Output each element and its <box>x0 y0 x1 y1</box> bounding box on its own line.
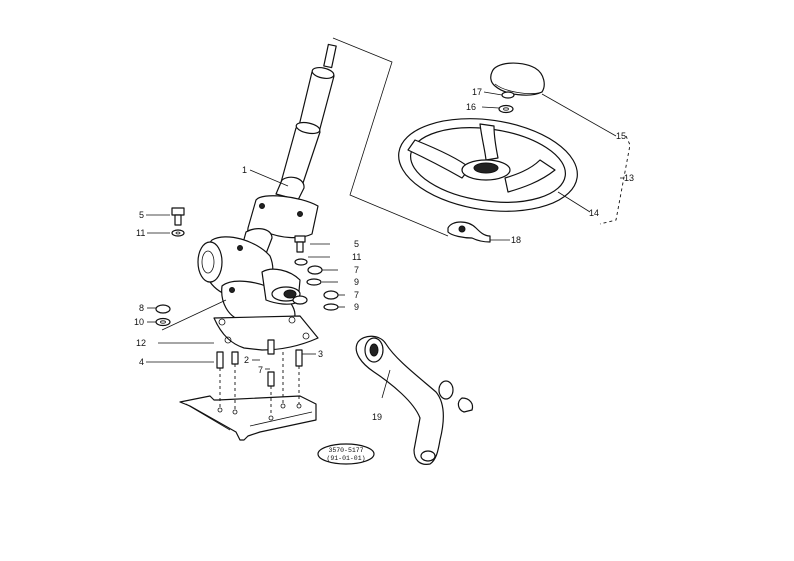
callout-13: 13 <box>624 173 634 183</box>
callout-9-a: 9 <box>354 277 359 287</box>
callout-17: 17 <box>472 87 482 97</box>
bolt-5-left <box>171 207 185 226</box>
washer-16 <box>498 104 514 114</box>
callout-7-c: 7 <box>258 365 263 375</box>
nut-7-b <box>323 290 339 300</box>
nut-7-a <box>307 265 323 275</box>
callout-16: 16 <box>466 102 476 112</box>
frame-bracket <box>179 395 317 441</box>
callout-12: 12 <box>136 338 146 348</box>
callout-7-a: 7 <box>354 265 359 275</box>
stamp-line-2: (91-01-01) <box>326 455 365 462</box>
steering-wheel <box>398 118 578 212</box>
column-guide-lines <box>332 37 449 237</box>
steering-gearbox <box>197 195 319 325</box>
leader-lines <box>146 91 631 399</box>
part-18 <box>447 221 491 243</box>
washer-11-left <box>171 229 185 237</box>
callout-7-b: 7 <box>354 290 359 300</box>
callout-5-right: 5 <box>354 239 359 249</box>
bolt-5-right <box>294 235 306 253</box>
callout-3: 3 <box>318 349 323 359</box>
horn-cap <box>490 62 545 96</box>
callout-11-right: 11 <box>352 252 361 262</box>
studs <box>216 339 303 421</box>
stamp-line-1: 3570-5177 <box>328 447 363 454</box>
washer-11-right <box>294 258 308 266</box>
document-stamp: 3570-5177 (91-01-01) <box>317 443 375 465</box>
callout-18: 18 <box>511 235 521 245</box>
nut-8 <box>155 304 171 314</box>
callout-8: 8 <box>139 303 144 313</box>
callout-9-b: 9 <box>354 302 359 312</box>
callout-5-left: 5 <box>139 210 144 220</box>
washer-9-b <box>323 303 339 311</box>
callout-15: 15 <box>616 131 626 141</box>
pitman-arm-19 <box>355 335 474 465</box>
washer-10 <box>155 317 171 327</box>
callout-labels: 1 2 3 4 5 5 7 7 7 8 9 9 10 11 11 12 13 1… <box>134 87 634 422</box>
callout-10: 10 <box>134 317 144 327</box>
callout-19: 19 <box>372 412 382 422</box>
washer-9-a <box>306 278 322 286</box>
mounting-plate-12 <box>213 315 319 351</box>
steering-column <box>275 43 337 201</box>
callout-1: 1 <box>242 165 247 175</box>
nut-17 <box>501 91 515 99</box>
callout-2: 2 <box>244 355 249 365</box>
callout-11-left: 11 <box>136 228 145 238</box>
callout-14: 14 <box>589 208 599 218</box>
callout-4: 4 <box>139 357 144 367</box>
